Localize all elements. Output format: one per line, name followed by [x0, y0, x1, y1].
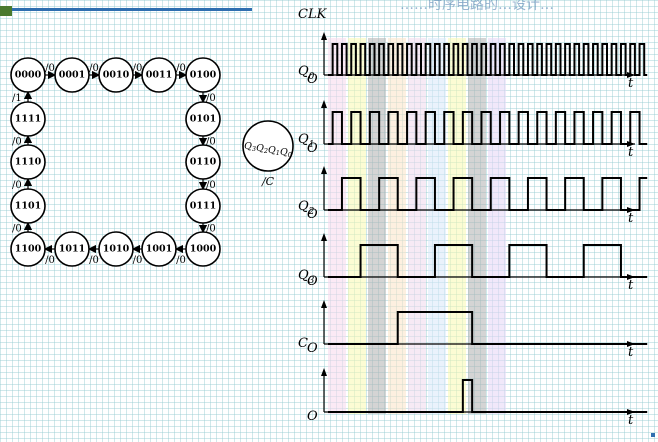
- state-node-0101: [185, 101, 221, 137]
- transition-label: /0: [133, 255, 143, 266]
- waveform-q3: [328, 311, 648, 345]
- state-node-1111: [10, 101, 46, 137]
- state-label: 1101: [15, 201, 41, 212]
- level-axis-arrow: [321, 32, 327, 40]
- waveform-q0: [328, 111, 648, 145]
- state-label: 0010: [103, 70, 130, 81]
- header-accent: [0, 6, 12, 16]
- transition-label: /0: [12, 224, 22, 235]
- state-period-band: [468, 38, 486, 414]
- header-rule: [12, 8, 252, 11]
- state-label: 1110: [15, 157, 42, 168]
- time-label: t: [628, 145, 634, 160]
- origin-label: O: [307, 72, 318, 87]
- state-node-0000: [10, 57, 46, 93]
- state-period-band: [328, 38, 346, 414]
- legend-output-label: /C: [261, 175, 275, 188]
- signal-label-q1: Q1: [298, 132, 314, 150]
- state-period-band: [428, 38, 446, 414]
- time-label: t: [628, 413, 634, 428]
- origin-label: O: [307, 341, 318, 356]
- state-node-0011: [141, 57, 177, 93]
- state-period-band: [388, 38, 406, 414]
- level-axis-arrow: [321, 233, 327, 241]
- transition-label: /0: [206, 137, 216, 148]
- state-node-0110: [185, 144, 221, 180]
- legend-circle: [242, 120, 294, 172]
- state-label: 1001: [146, 244, 172, 255]
- time-label: t: [628, 345, 634, 360]
- transition-label: /0: [206, 180, 216, 191]
- state-label: 0101: [190, 114, 216, 125]
- state-node-0111: [185, 188, 221, 224]
- state-node-0100: [185, 57, 221, 93]
- origin-label: O: [307, 141, 318, 156]
- signal-label-q0: Q0: [298, 64, 315, 82]
- state-label: 1111: [15, 114, 41, 125]
- transition-label: /0: [12, 180, 22, 191]
- time-label: t: [628, 211, 634, 226]
- transition-label: /0: [176, 63, 186, 74]
- state-label: 0000: [15, 70, 42, 81]
- state-node-1101: [10, 188, 46, 224]
- origin-label: O: [307, 274, 318, 289]
- waveform-q1: [328, 177, 648, 211]
- state-period-band: [448, 38, 466, 414]
- state-label: 1000: [190, 244, 217, 255]
- transition-label: /0: [89, 63, 99, 74]
- signal-label-c: C: [298, 336, 308, 351]
- waveform-clk: [328, 43, 648, 76]
- transition-label: /0: [12, 137, 22, 148]
- origin-label: O: [307, 409, 318, 424]
- state-label: 0100: [190, 70, 217, 81]
- state-node-1000: [185, 231, 221, 267]
- transition-label: /0: [45, 63, 55, 74]
- state-label: 0011: [146, 70, 172, 81]
- state-node-1100: [10, 231, 46, 267]
- state-period-band: [348, 38, 366, 414]
- time-label: t: [628, 76, 634, 91]
- level-axis-arrow: [321, 300, 327, 308]
- state-node-1001: [141, 231, 177, 267]
- state-period-band: [488, 38, 506, 414]
- transition-label: /0: [45, 255, 55, 266]
- transition-label: /0: [176, 255, 186, 266]
- state-period-band: [408, 38, 426, 414]
- transition-label: /0: [133, 63, 143, 74]
- state-label: 0110: [190, 157, 217, 168]
- level-axis-arrow: [321, 166, 327, 174]
- signal-label-q3: Q3: [298, 268, 315, 286]
- waveform-q2: [328, 244, 648, 278]
- transition-label: /0: [89, 255, 99, 266]
- transition-label: /1: [12, 93, 22, 104]
- state-label: 0111: [190, 201, 216, 212]
- transition-label: /0: [206, 93, 216, 104]
- corner-dot: [651, 433, 655, 437]
- state-period-band: [368, 38, 386, 414]
- legend-state-label: Q3Q2Q1Q0: [244, 141, 292, 159]
- state-label: 1011: [59, 244, 85, 255]
- header-title: ……时序电路的…设计…: [400, 0, 554, 13]
- time-label: t: [628, 278, 634, 293]
- state-legend: Q3Q2Q1Q0/C: [242, 120, 294, 188]
- origin-label: O: [307, 207, 318, 222]
- state-label: 1100: [15, 244, 42, 255]
- transition-label: /0: [206, 224, 216, 235]
- state-node-1011: [54, 231, 90, 267]
- level-axis-arrow: [321, 368, 327, 376]
- state-label: 1010: [103, 244, 130, 255]
- state-diagram: /0/0/0/0/0/0/0/0/0/0/0/0/0/0/0/1 0000 000…: [10, 57, 294, 267]
- slide-header: ……时序电路的…设计…: [0, 0, 658, 16]
- state-node-0010: [98, 57, 134, 93]
- state-node-0001: [54, 57, 90, 93]
- signal-label-q2: Q2: [298, 199, 315, 217]
- waveform-c: [328, 379, 648, 413]
- state-node-1110: [10, 144, 46, 180]
- state-label: 0001: [59, 70, 85, 81]
- level-axis-arrow: [321, 100, 327, 108]
- state-node-1010: [98, 231, 134, 267]
- signal-label-clk: CLK: [298, 7, 328, 22]
